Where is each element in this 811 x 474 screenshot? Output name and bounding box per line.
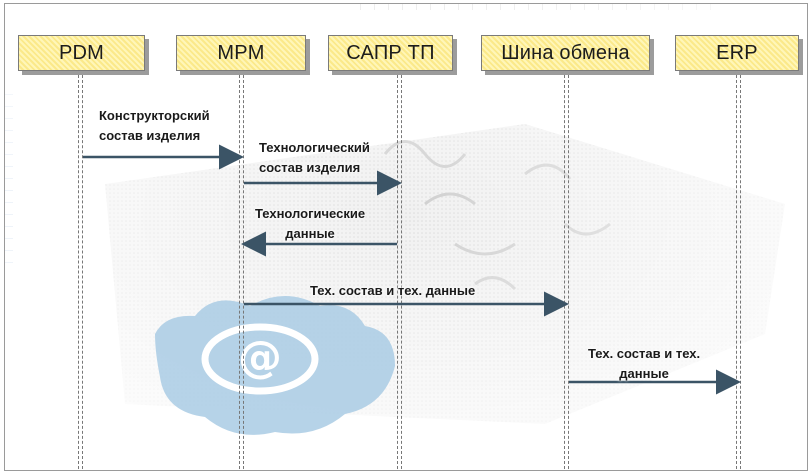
message-label-3: Технологические данные (255, 204, 365, 244)
message-label-line: Тех. состав и тех. (588, 346, 701, 361)
message-label-line: данные (285, 226, 335, 241)
message-label-line: состав изделия (99, 128, 201, 143)
participant-erp: ERP (675, 35, 799, 71)
participant-sapr: САПР ТП (328, 35, 453, 71)
participant-label: ERP (716, 41, 758, 64)
at-sign-puzzle-icon: @ (155, 296, 395, 435)
message-arrows (83, 144, 741, 395)
participant-label: Шина обмена (501, 41, 630, 64)
message-label-line: данные (619, 366, 669, 381)
message-label-line: состав изделия (259, 160, 361, 175)
participant-bus: Шина обмена (481, 35, 650, 71)
message-label-2: Технологический состав изделия (259, 138, 370, 178)
svg-text:@: @ (238, 332, 282, 383)
participant-label: САПР ТП (346, 41, 435, 64)
diagram-frame: @ PDM MPM САПР ТП Шина обмена ERP Констр (4, 3, 808, 471)
message-label-line: Технологический (259, 140, 370, 155)
participant-pdm: PDM (18, 35, 145, 71)
lifeline-pdm (78, 70, 83, 470)
participant-mpm: MPM (176, 35, 306, 71)
message-label-1: Конструкторский состав изделия (99, 106, 210, 146)
message-label-line: Тех. состав и тех. данные (310, 283, 476, 298)
participant-label: MPM (217, 41, 265, 64)
lifeline-erp (736, 70, 741, 470)
message-label-line: Технологические (255, 206, 366, 221)
lifeline-mpm (239, 70, 244, 470)
lifeline-sapr (397, 70, 402, 470)
message-label-line: Конструкторский (99, 108, 210, 123)
message-label-5: Тех. состав и тех. данные (588, 344, 700, 384)
participant-label: PDM (58, 41, 105, 64)
puzzle-background: @ (5, 4, 807, 470)
lifeline-bus (564, 70, 569, 470)
message-label-4: Тех. состав и тех. данные (310, 281, 475, 301)
